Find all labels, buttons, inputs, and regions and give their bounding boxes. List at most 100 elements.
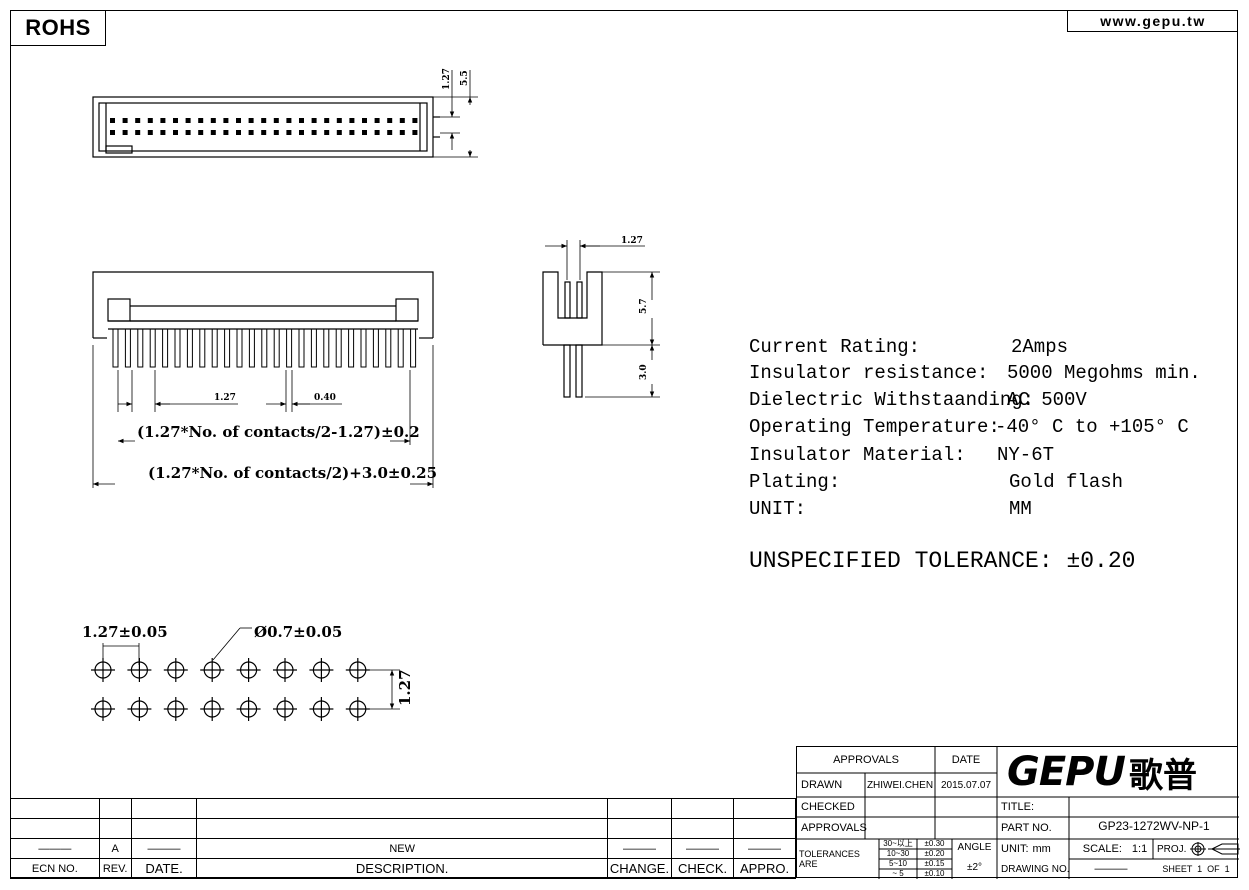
contact-square bbox=[286, 130, 292, 135]
unspecified-tolerance: UNSPECIFIED TOLERANCE: ±0.20 bbox=[749, 548, 1136, 574]
angle-value: ±2° bbox=[966, 861, 983, 873]
contact-square bbox=[412, 130, 418, 135]
contact-square bbox=[135, 118, 141, 123]
contact-pin bbox=[124, 328, 131, 368]
contact-square bbox=[248, 130, 254, 135]
dim-span-formula: (1.27*No. of contacts/2-1.27)±0.2 bbox=[137, 423, 420, 441]
contact-pin bbox=[224, 328, 231, 368]
hdr-check: CHECK. bbox=[671, 858, 735, 879]
hdr-ecn: ECN NO. bbox=[10, 858, 100, 879]
part-no: GP23-1272WV-NP-1 bbox=[1098, 819, 1210, 833]
contact-square bbox=[185, 130, 191, 135]
contact-square bbox=[336, 118, 342, 123]
drawn-by: ZHIWEI.CHEN bbox=[866, 779, 934, 791]
contact-square bbox=[362, 130, 367, 135]
tol-value-1: ±0.30 bbox=[924, 839, 945, 848]
checked-label: CHECKED bbox=[801, 801, 855, 813]
hdr-rev: REV. bbox=[98, 858, 132, 879]
top-pin-rows bbox=[110, 118, 418, 135]
contact-square bbox=[122, 130, 128, 135]
spec-label-material: Insulator Material: bbox=[749, 444, 966, 466]
title-block: APPROVALS DATE DRAWN ZHIWEI.CHEN 2015.07… bbox=[796, 746, 1241, 879]
contact-square bbox=[311, 130, 317, 135]
side-view bbox=[542, 240, 660, 398]
drawn-date: 2015.07.07 bbox=[940, 779, 992, 791]
tol-value-2: ±0.20 bbox=[924, 849, 945, 858]
contact-pin bbox=[112, 328, 119, 368]
dim-pcb-hole: Ø0.7±0.05 bbox=[254, 623, 342, 641]
contact-pin bbox=[236, 328, 243, 368]
contact-square bbox=[135, 130, 141, 135]
top-view bbox=[92, 70, 478, 158]
contact-square bbox=[374, 118, 380, 123]
company-logo-text: GEPU bbox=[1007, 749, 1126, 795]
contact-pin bbox=[199, 328, 206, 368]
dim-pin-pitch: 1.27 bbox=[214, 393, 236, 403]
part-no-label: PART NO. bbox=[1001, 822, 1052, 834]
contact-pin bbox=[410, 328, 417, 368]
contact-square bbox=[147, 118, 153, 123]
spec-label-unit: UNIT: bbox=[749, 498, 807, 520]
approvals-header: APPROVALS bbox=[833, 754, 899, 766]
rev-rev: A bbox=[98, 838, 132, 859]
contact-pin bbox=[248, 328, 255, 368]
contact-square bbox=[299, 130, 304, 135]
contact-pin bbox=[174, 328, 181, 368]
contact-square bbox=[110, 130, 115, 135]
rohs-badge: ROHS bbox=[10, 10, 106, 46]
contact-square bbox=[198, 118, 204, 123]
tol-range-1: 30~以上 bbox=[883, 839, 913, 848]
rev-description: NEW bbox=[196, 838, 608, 859]
contact-pin bbox=[211, 328, 218, 368]
contact-pin bbox=[261, 328, 268, 368]
front-pins bbox=[112, 328, 417, 368]
dim-side-pitch: 1.27 bbox=[621, 236, 643, 246]
contact-square bbox=[412, 118, 418, 123]
contact-square bbox=[147, 130, 153, 135]
contact-square bbox=[185, 118, 191, 123]
contact-pin bbox=[335, 328, 342, 368]
contact-pin bbox=[385, 328, 392, 368]
spec-label-plating: Plating: bbox=[749, 471, 841, 493]
pcb-dimensions bbox=[102, 627, 400, 710]
approvals-label: APPROVALS bbox=[801, 822, 867, 834]
hdr-description: DESCRIPTION. bbox=[196, 858, 608, 879]
tolerances-label: TOLERANCES ARE bbox=[799, 849, 860, 869]
contact-square bbox=[374, 130, 380, 135]
contact-square bbox=[160, 118, 166, 123]
contact-square bbox=[248, 118, 254, 123]
unit-field: UNIT: mm bbox=[1001, 839, 1051, 859]
rev-date: ——— bbox=[130, 838, 198, 859]
contact-pin bbox=[186, 328, 193, 368]
contact-square bbox=[362, 118, 367, 123]
revision-row: ——— A ——— NEW ——— ——— ——— bbox=[10, 838, 796, 859]
contact-square bbox=[349, 130, 355, 135]
contact-square bbox=[273, 130, 279, 135]
date-header: DATE bbox=[951, 754, 981, 766]
dim-side-height: 5.7 bbox=[639, 298, 649, 314]
contact-pin bbox=[162, 328, 169, 368]
contact-square bbox=[236, 130, 241, 135]
revision-header-row: ECN NO. REV. DATE. DESCRIPTION. CHANGE. … bbox=[10, 858, 796, 879]
contact-square bbox=[223, 118, 229, 123]
contact-square bbox=[122, 118, 128, 123]
contact-pin bbox=[348, 328, 355, 368]
tol-range-2: 10~30 bbox=[886, 849, 910, 858]
contact-square bbox=[387, 118, 393, 123]
drawn-label: DRAWN bbox=[801, 779, 843, 791]
rev-check: ——— bbox=[671, 838, 735, 859]
scale-value: 1:1 bbox=[1131, 843, 1148, 855]
tol-range-4: ~ 5 bbox=[892, 869, 904, 878]
title-label: TITLE: bbox=[1001, 801, 1035, 813]
pcb-hole-pattern bbox=[91, 658, 370, 721]
contact-pin bbox=[298, 328, 305, 368]
spec-label-temperature: Operating Temperature: bbox=[749, 416, 1000, 438]
scale-label: SCALE: bbox=[1082, 843, 1122, 855]
contact-pin bbox=[273, 328, 280, 368]
contact-square bbox=[261, 130, 267, 135]
spec-value-unit: MM bbox=[1009, 498, 1032, 520]
hdr-change: CHANGE. bbox=[606, 858, 673, 879]
contact-square bbox=[399, 130, 405, 135]
contact-square bbox=[286, 118, 292, 123]
website-label: www.gepu.tw bbox=[1067, 10, 1238, 32]
